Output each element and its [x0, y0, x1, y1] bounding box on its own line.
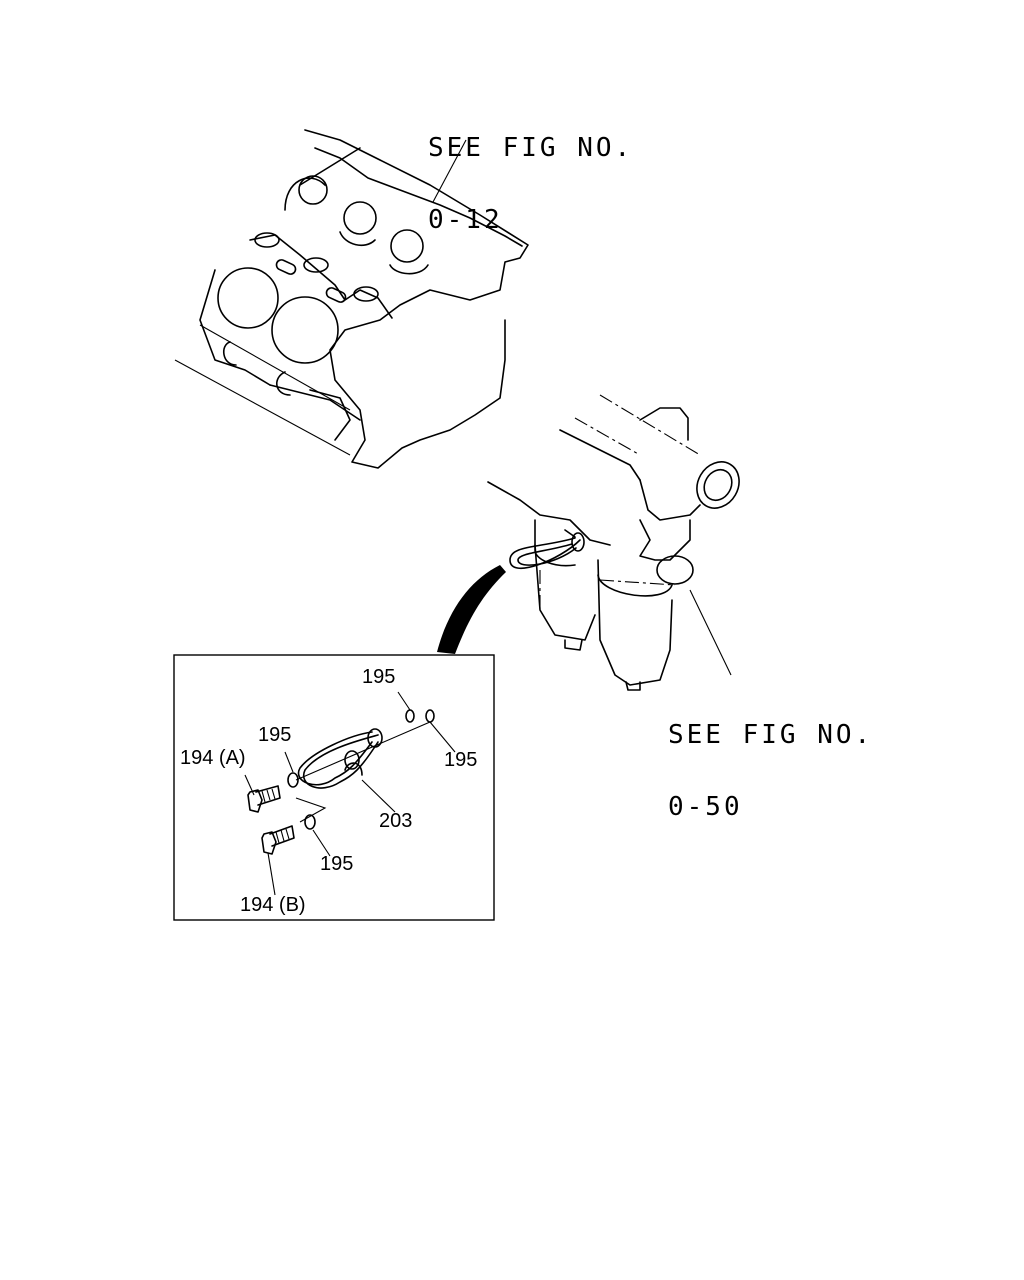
washer-195-top: [405, 709, 415, 723]
bolt-194a: [247, 785, 281, 813]
pipe-eye-top: [367, 728, 383, 748]
part-label-195-left: 195: [258, 724, 292, 746]
callout-see-fig-0-12: SEE FIG NO. 0-12: [428, 88, 633, 256]
pipe-eye-bottom: [344, 750, 360, 770]
bolt-194b: [261, 825, 295, 855]
part-label-194b: 194 (B): [240, 894, 306, 916]
detail-exploded-view: [244, 691, 456, 896]
callout-0-50-line2: 0-50: [668, 792, 743, 822]
oil-pipe-part-203: [302, 734, 379, 789]
callout-0-12-line2: 0-12: [428, 205, 503, 235]
part-label-194a: 194 (A): [180, 747, 246, 769]
callout-0-12-line1: SEE FIG NO.: [428, 133, 634, 163]
detail-box-frame: [173, 654, 495, 921]
detail-pointer-arrow: [437, 565, 506, 654]
washer-195-left: [287, 772, 299, 788]
leader-line-0-50: [689, 589, 732, 676]
oil-filter-assembly-illustration: [487, 394, 740, 691]
callout-0-50-line1: SEE FIG NO.: [668, 720, 874, 750]
engine-block-illustration: [174, 129, 529, 469]
leader-line-0-12: [432, 139, 467, 203]
part-label-195-right: 195: [444, 749, 478, 771]
part-label-203: 203: [379, 810, 413, 832]
part-label-195-top: 195: [362, 666, 396, 688]
part-label-195-bottom: 195: [320, 853, 354, 875]
washer-195-right: [425, 709, 435, 723]
washer-195-bottom: [304, 814, 316, 830]
callout-see-fig-0-50: SEE FIG NO. 0-50: [668, 675, 873, 843]
